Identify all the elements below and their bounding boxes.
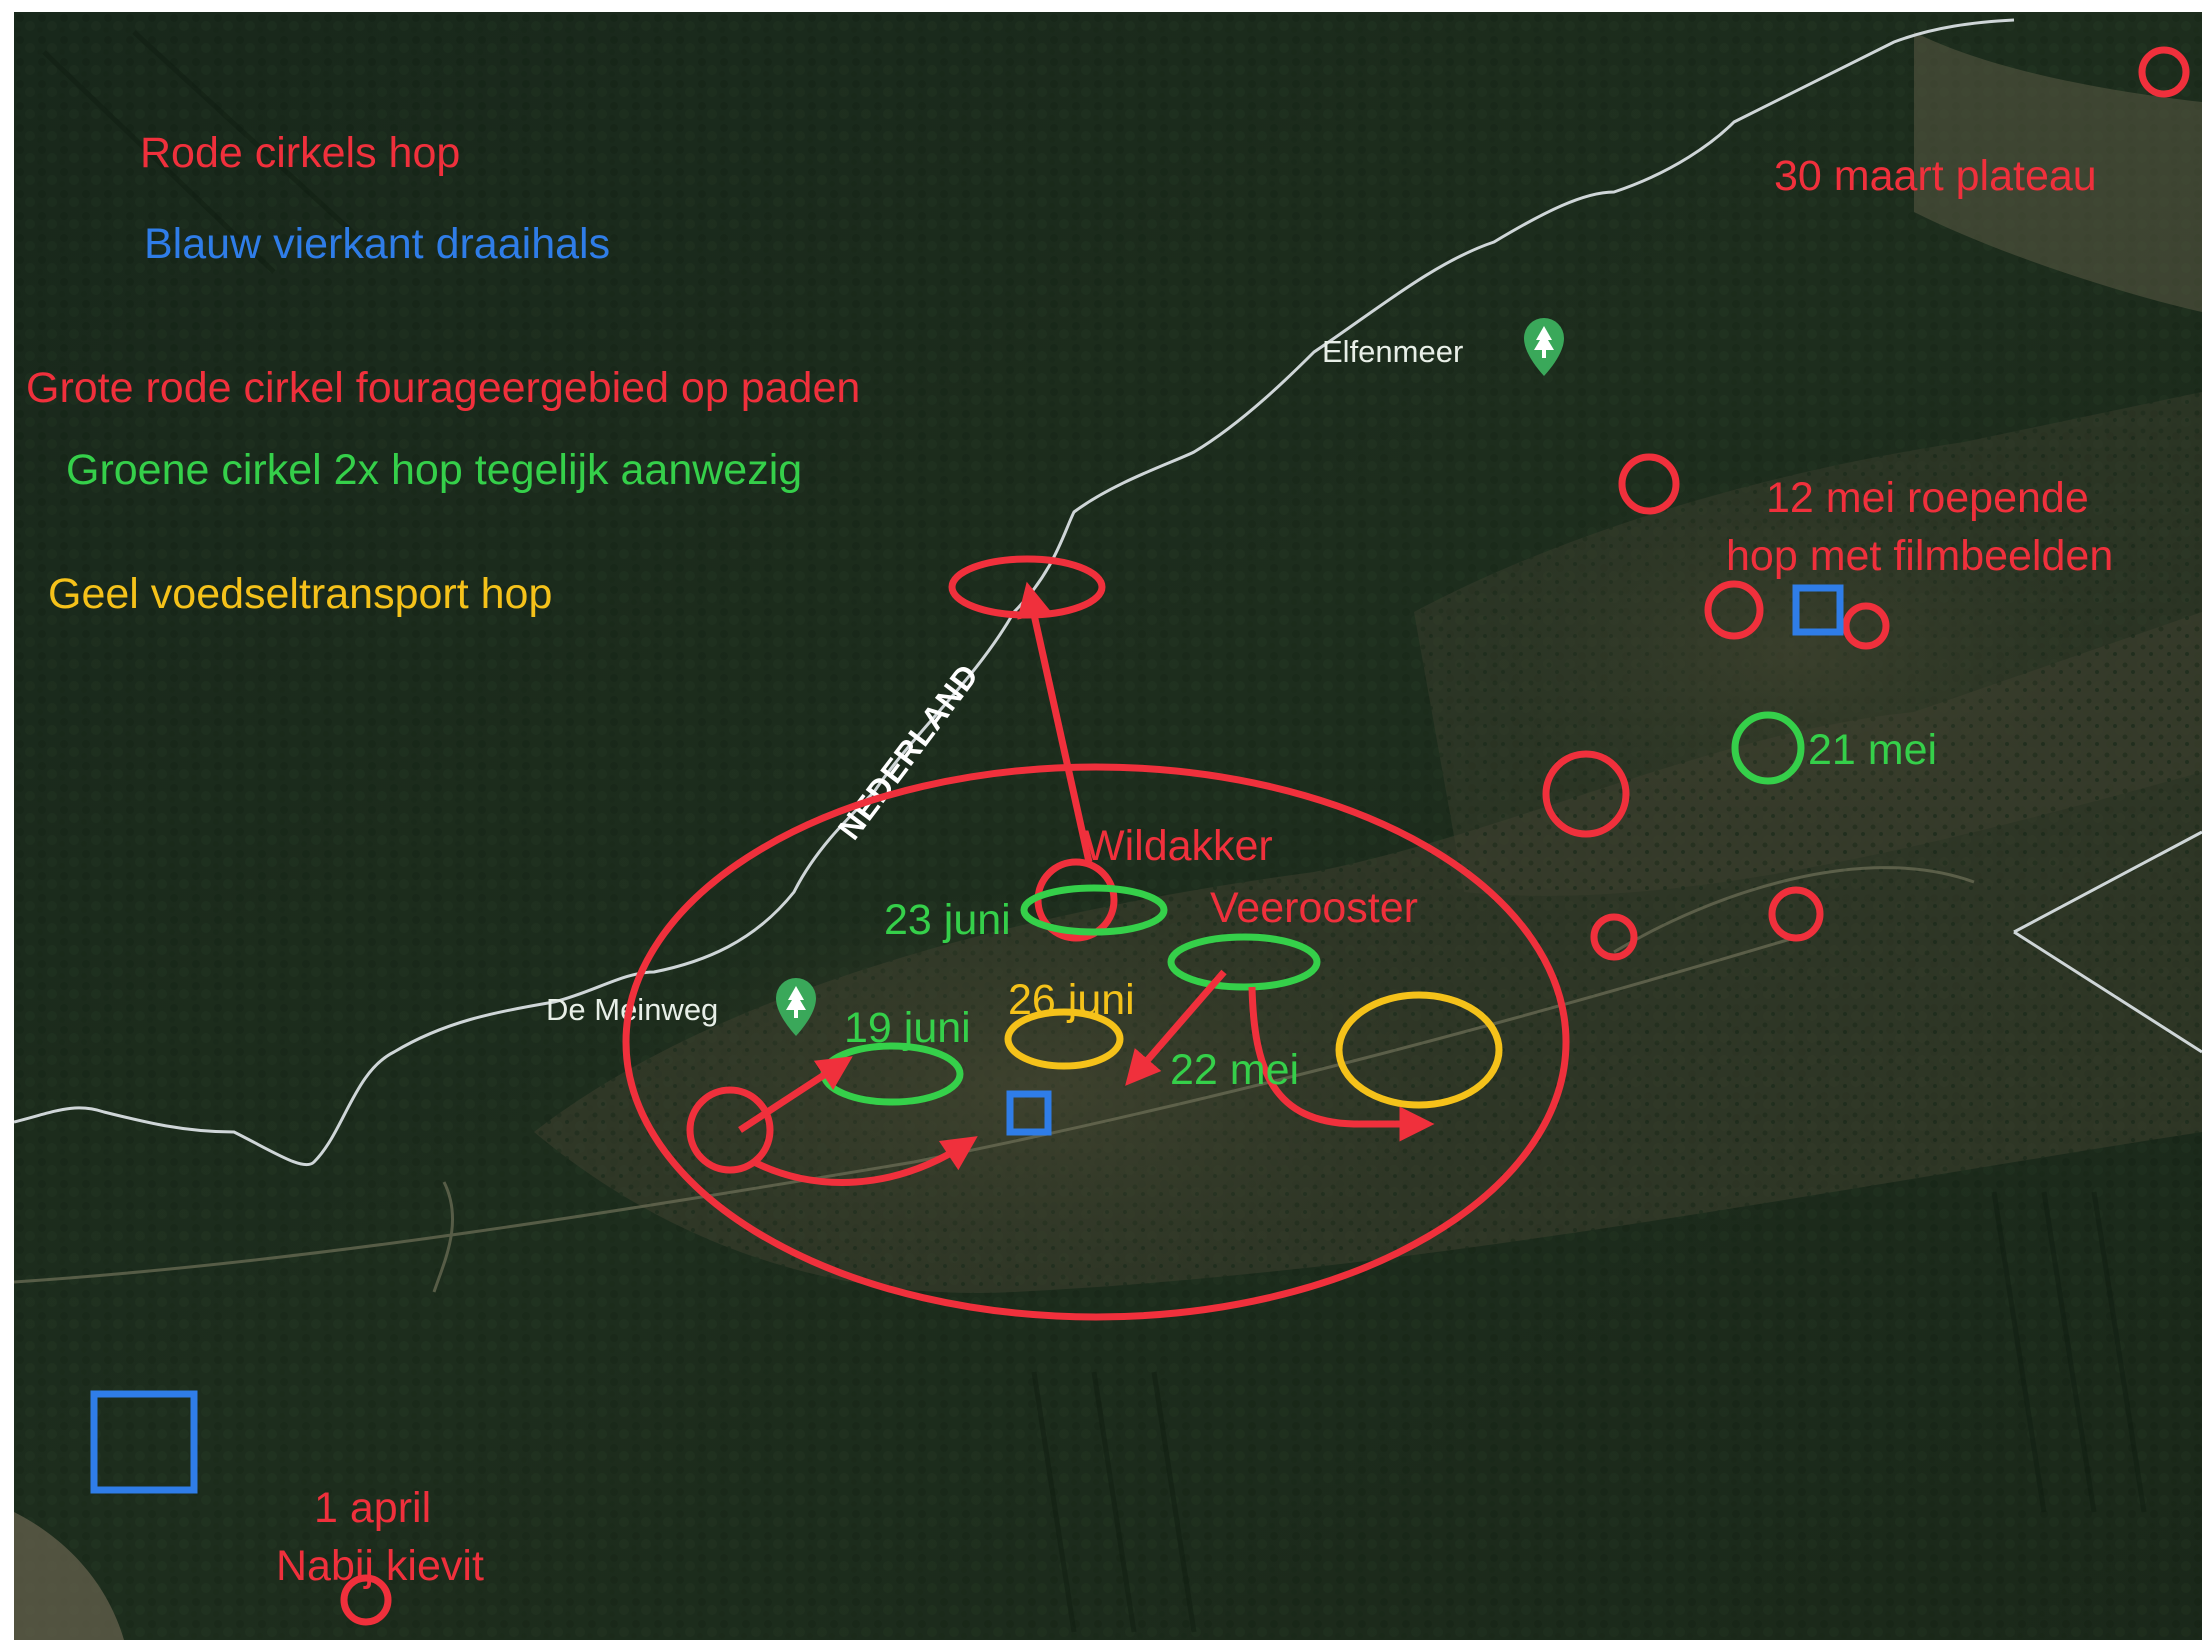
label-23-juni: 23 juni (884, 896, 1011, 944)
yellow-ellipse (1335, 991, 1503, 1109)
blue-squares-draaihals (90, 584, 1844, 1494)
red-circle (1618, 453, 1680, 515)
country-border (14, 18, 2015, 1167)
blue-square (1006, 1090, 1052, 1136)
green-ellipse (1167, 933, 1321, 991)
yellow-food-transport (1004, 991, 1503, 1109)
green-circle (1731, 711, 1805, 785)
red-circle (1842, 602, 1890, 650)
label-30-maart: 30 maart plateau (1774, 152, 2097, 200)
blue-square (1792, 584, 1844, 636)
red-circle-north-path (948, 555, 1106, 619)
tree-pin-icon[interactable] (776, 978, 816, 1036)
red-arrow (1248, 986, 1435, 1142)
red-circle (340, 1574, 392, 1626)
satellite-map[interactable]: NEDERLAND Elfenmeer De Meinweg (14, 12, 2202, 1640)
label-12-mei-line1: 12 mei roepende (1766, 474, 2089, 522)
label-21-mei: 21 mei (1808, 726, 1937, 774)
red-arrow-north (1017, 581, 1093, 863)
red-arrow (1125, 969, 1227, 1086)
label-26-juni: 26 juni (1008, 976, 1135, 1024)
label-1-april-line1: 1 april (314, 1484, 431, 1532)
satellite-background (14, 12, 2202, 1640)
big-red-foraging-circle (622, 763, 1570, 1321)
label-19-juni: 19 juni (844, 1004, 971, 1052)
tree-pin-icon[interactable] (1524, 318, 1564, 376)
blue-square (90, 1390, 198, 1494)
yellow-ellipse (1004, 1008, 1124, 1070)
red-circle (1590, 913, 1638, 961)
label-1-april-line2: Nabij kievit (276, 1542, 484, 1590)
green-ellipse (1020, 884, 1168, 936)
label-12-mei-line2: hop met filmbeelden (1726, 532, 2113, 580)
red-arrow (738, 1056, 853, 1133)
label-wildakker: Wildakker (1084, 822, 1273, 870)
red-circle (2138, 46, 2190, 98)
border-right (2013, 830, 2202, 1054)
red-circle (1704, 580, 1764, 640)
label-veerooster: Veerooster (1210, 884, 1418, 932)
legend-big-red-circle: Grote rode cirkel fourageergebied op pad… (26, 364, 860, 412)
red-circle (1768, 886, 1824, 942)
place-label-elfenmeer[interactable]: Elfenmeer (1322, 334, 1463, 369)
label-22-mei: 22 mei (1170, 1046, 1299, 1094)
red-arrow (752, 1136, 978, 1186)
legend-blue-square: Blauw vierkant draaihals (144, 220, 610, 268)
red-circle (1542, 750, 1630, 838)
red-circle (686, 1086, 774, 1174)
red-movement-arrows (738, 969, 1435, 1186)
legend-yellow: Geel voedseltransport hop (48, 570, 552, 618)
legend-green-circle: Groene cirkel 2x hop tegelijk aanwezig (66, 446, 802, 494)
legend-red-circles: Rode cirkels hop (140, 129, 460, 177)
map-canvas[interactable]: NEDERLAND Elfenmeer De Meinweg (14, 12, 2202, 1640)
